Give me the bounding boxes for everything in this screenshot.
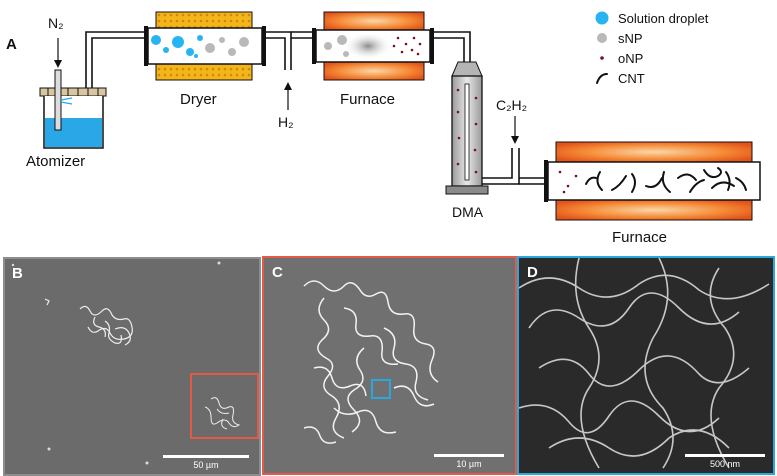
c2h2-inlet-arrow bbox=[511, 116, 519, 144]
h2-inlet-arrow bbox=[284, 82, 292, 110]
scale-bar-b: 50 µm bbox=[163, 455, 249, 470]
micrograph-d: D 500 nm bbox=[517, 256, 775, 475]
n2-label: N₂ bbox=[48, 15, 64, 31]
cnt-bundles bbox=[519, 258, 770, 469]
scale-bar-d: 500 nm bbox=[685, 454, 765, 469]
legend-item-snp: sNP bbox=[594, 30, 643, 46]
micrograph-b: B 50 µm bbox=[3, 257, 261, 476]
furnace-2-label: Furnace bbox=[612, 229, 668, 246]
inset-box-d bbox=[371, 379, 391, 399]
gas-tubing bbox=[85, 31, 548, 185]
panel-label-d: D bbox=[527, 264, 538, 281]
cnt-network bbox=[303, 280, 439, 444]
inset-box-c bbox=[190, 373, 259, 439]
h2-label: H₂ bbox=[278, 114, 294, 130]
dark-red-dot-icon bbox=[600, 56, 604, 60]
dma-label: DMA bbox=[452, 204, 484, 220]
legend-item-cnt: CNT bbox=[594, 70, 645, 86]
grey-dot-icon bbox=[597, 33, 607, 43]
c2h2-label: C₂H₂ bbox=[496, 97, 528, 113]
dma bbox=[445, 61, 489, 195]
dryer bbox=[144, 11, 266, 81]
atomizer-label: Atomizer bbox=[26, 153, 86, 170]
panel-label-a: A bbox=[6, 36, 17, 53]
dryer-label: Dryer bbox=[180, 91, 217, 108]
panel-label-c: C bbox=[272, 264, 283, 281]
furnace-1-label: Furnace bbox=[340, 91, 396, 108]
legend-item-solution-droplet: Solution droplet bbox=[594, 10, 708, 26]
black-arc-icon bbox=[596, 73, 608, 84]
blue-dot-icon bbox=[595, 11, 609, 25]
micrograph-c: C 10 µm bbox=[262, 256, 517, 475]
cnt-cluster-inset bbox=[204, 397, 241, 430]
legend-item-onp: oNP bbox=[594, 50, 643, 66]
schematic-diagram bbox=[39, 11, 761, 221]
furnace-2 bbox=[544, 141, 761, 221]
scale-bar-c: 10 µm bbox=[434, 454, 504, 469]
panel-label-b: B bbox=[12, 265, 23, 282]
furnace-1 bbox=[312, 11, 434, 81]
atomizer bbox=[39, 38, 107, 149]
cnt-cluster-small bbox=[44, 298, 133, 346]
